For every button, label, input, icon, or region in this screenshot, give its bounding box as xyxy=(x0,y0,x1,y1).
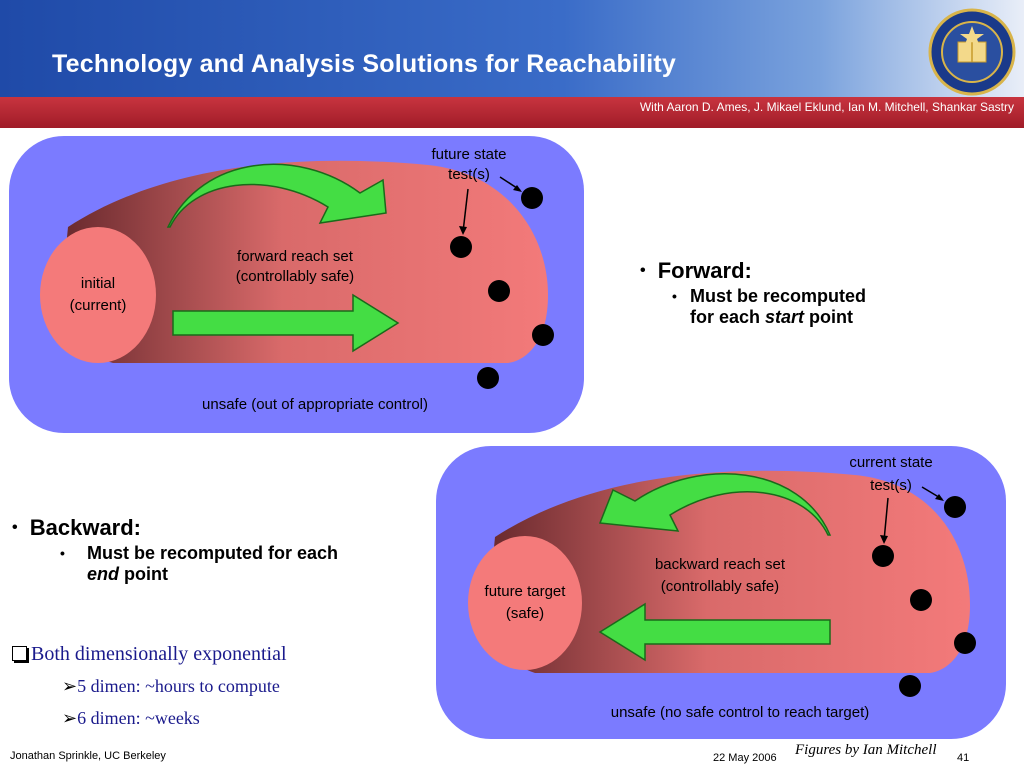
state-dot xyxy=(477,367,499,389)
backward-heading: • Backward: xyxy=(12,515,142,540)
forward-heading: • Forward: xyxy=(640,258,752,283)
header-banner xyxy=(0,0,1024,97)
test-label-line2: test(s) xyxy=(448,166,490,183)
unsafe-label: unsafe (out of appropriate control) xyxy=(202,396,428,413)
target-set xyxy=(468,536,582,670)
forward-bullets: • Forward: • Must be recomputed for each… xyxy=(640,258,866,328)
arrow-bullet-icon: ➢ xyxy=(62,676,78,696)
reach-set-label-line1: backward reach set xyxy=(655,556,786,573)
bullet-icon: • xyxy=(640,262,646,279)
target-label-line1: future target xyxy=(485,583,567,600)
backward-bullets: • Backward: • Must be recomputed for eac… xyxy=(12,515,338,585)
test-label-line1: current state xyxy=(849,454,932,471)
university-seal-icon xyxy=(928,8,1016,96)
note-main: Both dimensionally exponential xyxy=(12,643,287,666)
straight-arrow-icon xyxy=(598,602,831,662)
note-item-1: ➢5 dimen: ~hours to compute xyxy=(62,676,280,696)
state-dot xyxy=(944,496,966,518)
arrow-bullet-icon: ➢ xyxy=(62,708,78,728)
footer-date: 22 May 2006 xyxy=(713,752,777,764)
slide-title: Technology and Analysis Solutions for Re… xyxy=(52,50,676,78)
pointer-arrowhead-icon xyxy=(880,535,888,544)
state-dot xyxy=(521,187,543,209)
reach-set-label-line1: forward reach set xyxy=(237,248,354,265)
backward-reach-diagram: current state test(s) backward reach set… xyxy=(436,446,1006,739)
reach-set-label-line2: (controllably safe) xyxy=(661,578,779,595)
state-dot xyxy=(450,236,472,258)
forward-subpoint: • Must be recomputed for each start poin… xyxy=(672,286,867,327)
footer-author: Jonathan Sprinkle, UC Berkeley xyxy=(10,750,166,762)
test-label-line2: test(s) xyxy=(870,477,912,494)
target-label-line2: (safe) xyxy=(506,605,544,622)
footer-page-number: 41 xyxy=(957,752,970,764)
pointer-line xyxy=(883,497,889,542)
state-dot xyxy=(954,632,976,654)
bullet-icon: • xyxy=(12,519,18,536)
curved-arrow-icon xyxy=(598,473,832,536)
curved-arrow-icon xyxy=(166,163,387,228)
pointer-arrowhead-icon xyxy=(513,185,522,192)
note-item-2: ➢6 dimen: ~weeks xyxy=(62,708,200,728)
header-red-bar xyxy=(0,97,1024,128)
reach-set-label-line2: (controllably safe) xyxy=(236,268,354,285)
state-dot xyxy=(872,545,894,567)
pointer-arrowhead-icon xyxy=(459,226,467,235)
pointer-arrowhead-icon xyxy=(935,494,944,501)
test-label-line1: future state xyxy=(431,146,506,163)
initial-label-line2: (current) xyxy=(70,297,127,314)
checkbox-bullet-icon xyxy=(12,646,27,661)
initial-set xyxy=(40,227,156,363)
state-dot xyxy=(488,280,510,302)
forward-subpoint-line2: for each start point xyxy=(690,307,854,327)
bullet-icon: • xyxy=(672,288,677,304)
bullet-icon: • xyxy=(60,545,65,561)
slide-subtitle: With Aaron D. Ames, J. Mikael Eklund, Ia… xyxy=(639,100,1014,114)
straight-arrow-icon xyxy=(172,293,400,353)
state-dot xyxy=(910,589,932,611)
forward-reach-diagram: future state test(s) forward reach set (… xyxy=(9,136,584,433)
state-dot xyxy=(899,675,921,697)
figure-credit: Figures by Ian Mitchell xyxy=(795,742,937,758)
unsafe-label: unsafe (no safe control to reach target) xyxy=(611,704,869,721)
state-dot xyxy=(532,324,554,346)
backward-subpoint: • Must be recomputed for each end point xyxy=(60,543,339,584)
initial-label-line1: initial xyxy=(81,275,115,292)
pointer-line xyxy=(462,188,469,233)
backward-subpoint-line2: end point xyxy=(87,564,168,584)
